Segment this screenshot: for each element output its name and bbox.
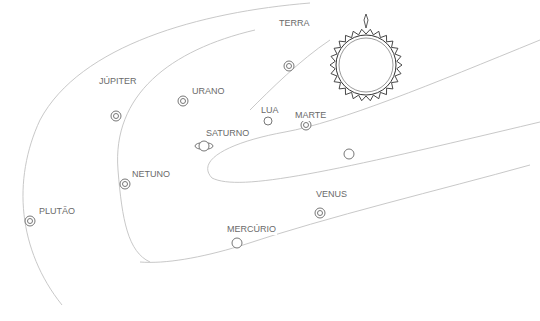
sun-rays [330, 29, 402, 100]
orbit-line [140, 165, 530, 262]
sun-disc-inner [339, 38, 393, 92]
planets [25, 61, 354, 248]
planet-core [123, 182, 128, 187]
planet-label: LUA [260, 105, 280, 116]
planet-netuno [120, 179, 130, 189]
planet-core [28, 219, 33, 224]
sun [330, 14, 402, 101]
planet-urano [178, 96, 188, 106]
planet-venus [315, 208, 325, 218]
planet-label: NETUNO [131, 169, 171, 180]
planet-core [181, 99, 186, 104]
planet-unlabeled [344, 149, 354, 159]
sun-disc [336, 35, 396, 95]
planet-label: JÚPITER [98, 76, 138, 87]
planet-core [287, 64, 292, 69]
planet-saturno [199, 141, 209, 151]
orbit-line [250, 40, 330, 110]
planet-label: MARTE [294, 110, 327, 121]
planet-label: PLUTÃO [38, 206, 76, 217]
planet-label: SATURNO [205, 128, 250, 139]
planet-core [318, 211, 323, 216]
planet-plutao [25, 216, 35, 226]
planet-marte [301, 120, 311, 130]
planet-mercurio [232, 238, 242, 248]
planet-label: TERRA [278, 18, 311, 29]
planet-label: VENUS [315, 189, 348, 200]
planet-core [304, 123, 309, 128]
planet-lua [264, 117, 272, 125]
planet-label: MERCÚRIO [226, 224, 277, 235]
planet-label: URANO [191, 86, 226, 97]
orbit-line [23, 3, 310, 305]
planet-core [114, 114, 119, 119]
orbit-line [208, 40, 540, 182]
orbits [23, 3, 540, 305]
planet-terra [284, 61, 294, 71]
sun-flare [364, 14, 368, 28]
planet-jupiter [111, 111, 121, 121]
